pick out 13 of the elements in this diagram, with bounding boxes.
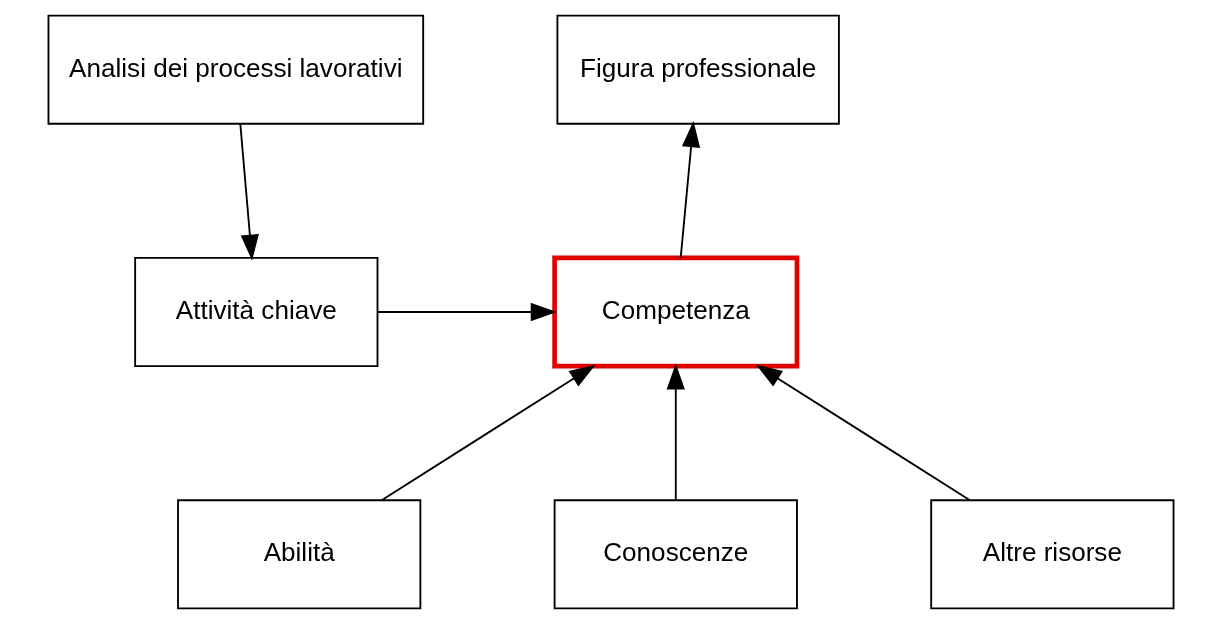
- arrow: [380, 364, 595, 502]
- node-box: Altre risorse: [929, 499, 1174, 610]
- node-box: Analisi dei processi lavorativi: [47, 14, 424, 125]
- node-box: Abilità: [176, 499, 421, 610]
- arrow: [238, 122, 259, 261]
- node-box: Conoscenze: [553, 499, 798, 610]
- node-box: Attività chiave: [133, 257, 378, 367]
- node-box: Figura professionale: [555, 14, 840, 125]
- node-box: Competenza: [551, 255, 799, 369]
- arrow: [666, 363, 685, 502]
- arrow: [755, 364, 971, 502]
- arrow: [679, 121, 700, 259]
- arrow: [376, 302, 557, 322]
